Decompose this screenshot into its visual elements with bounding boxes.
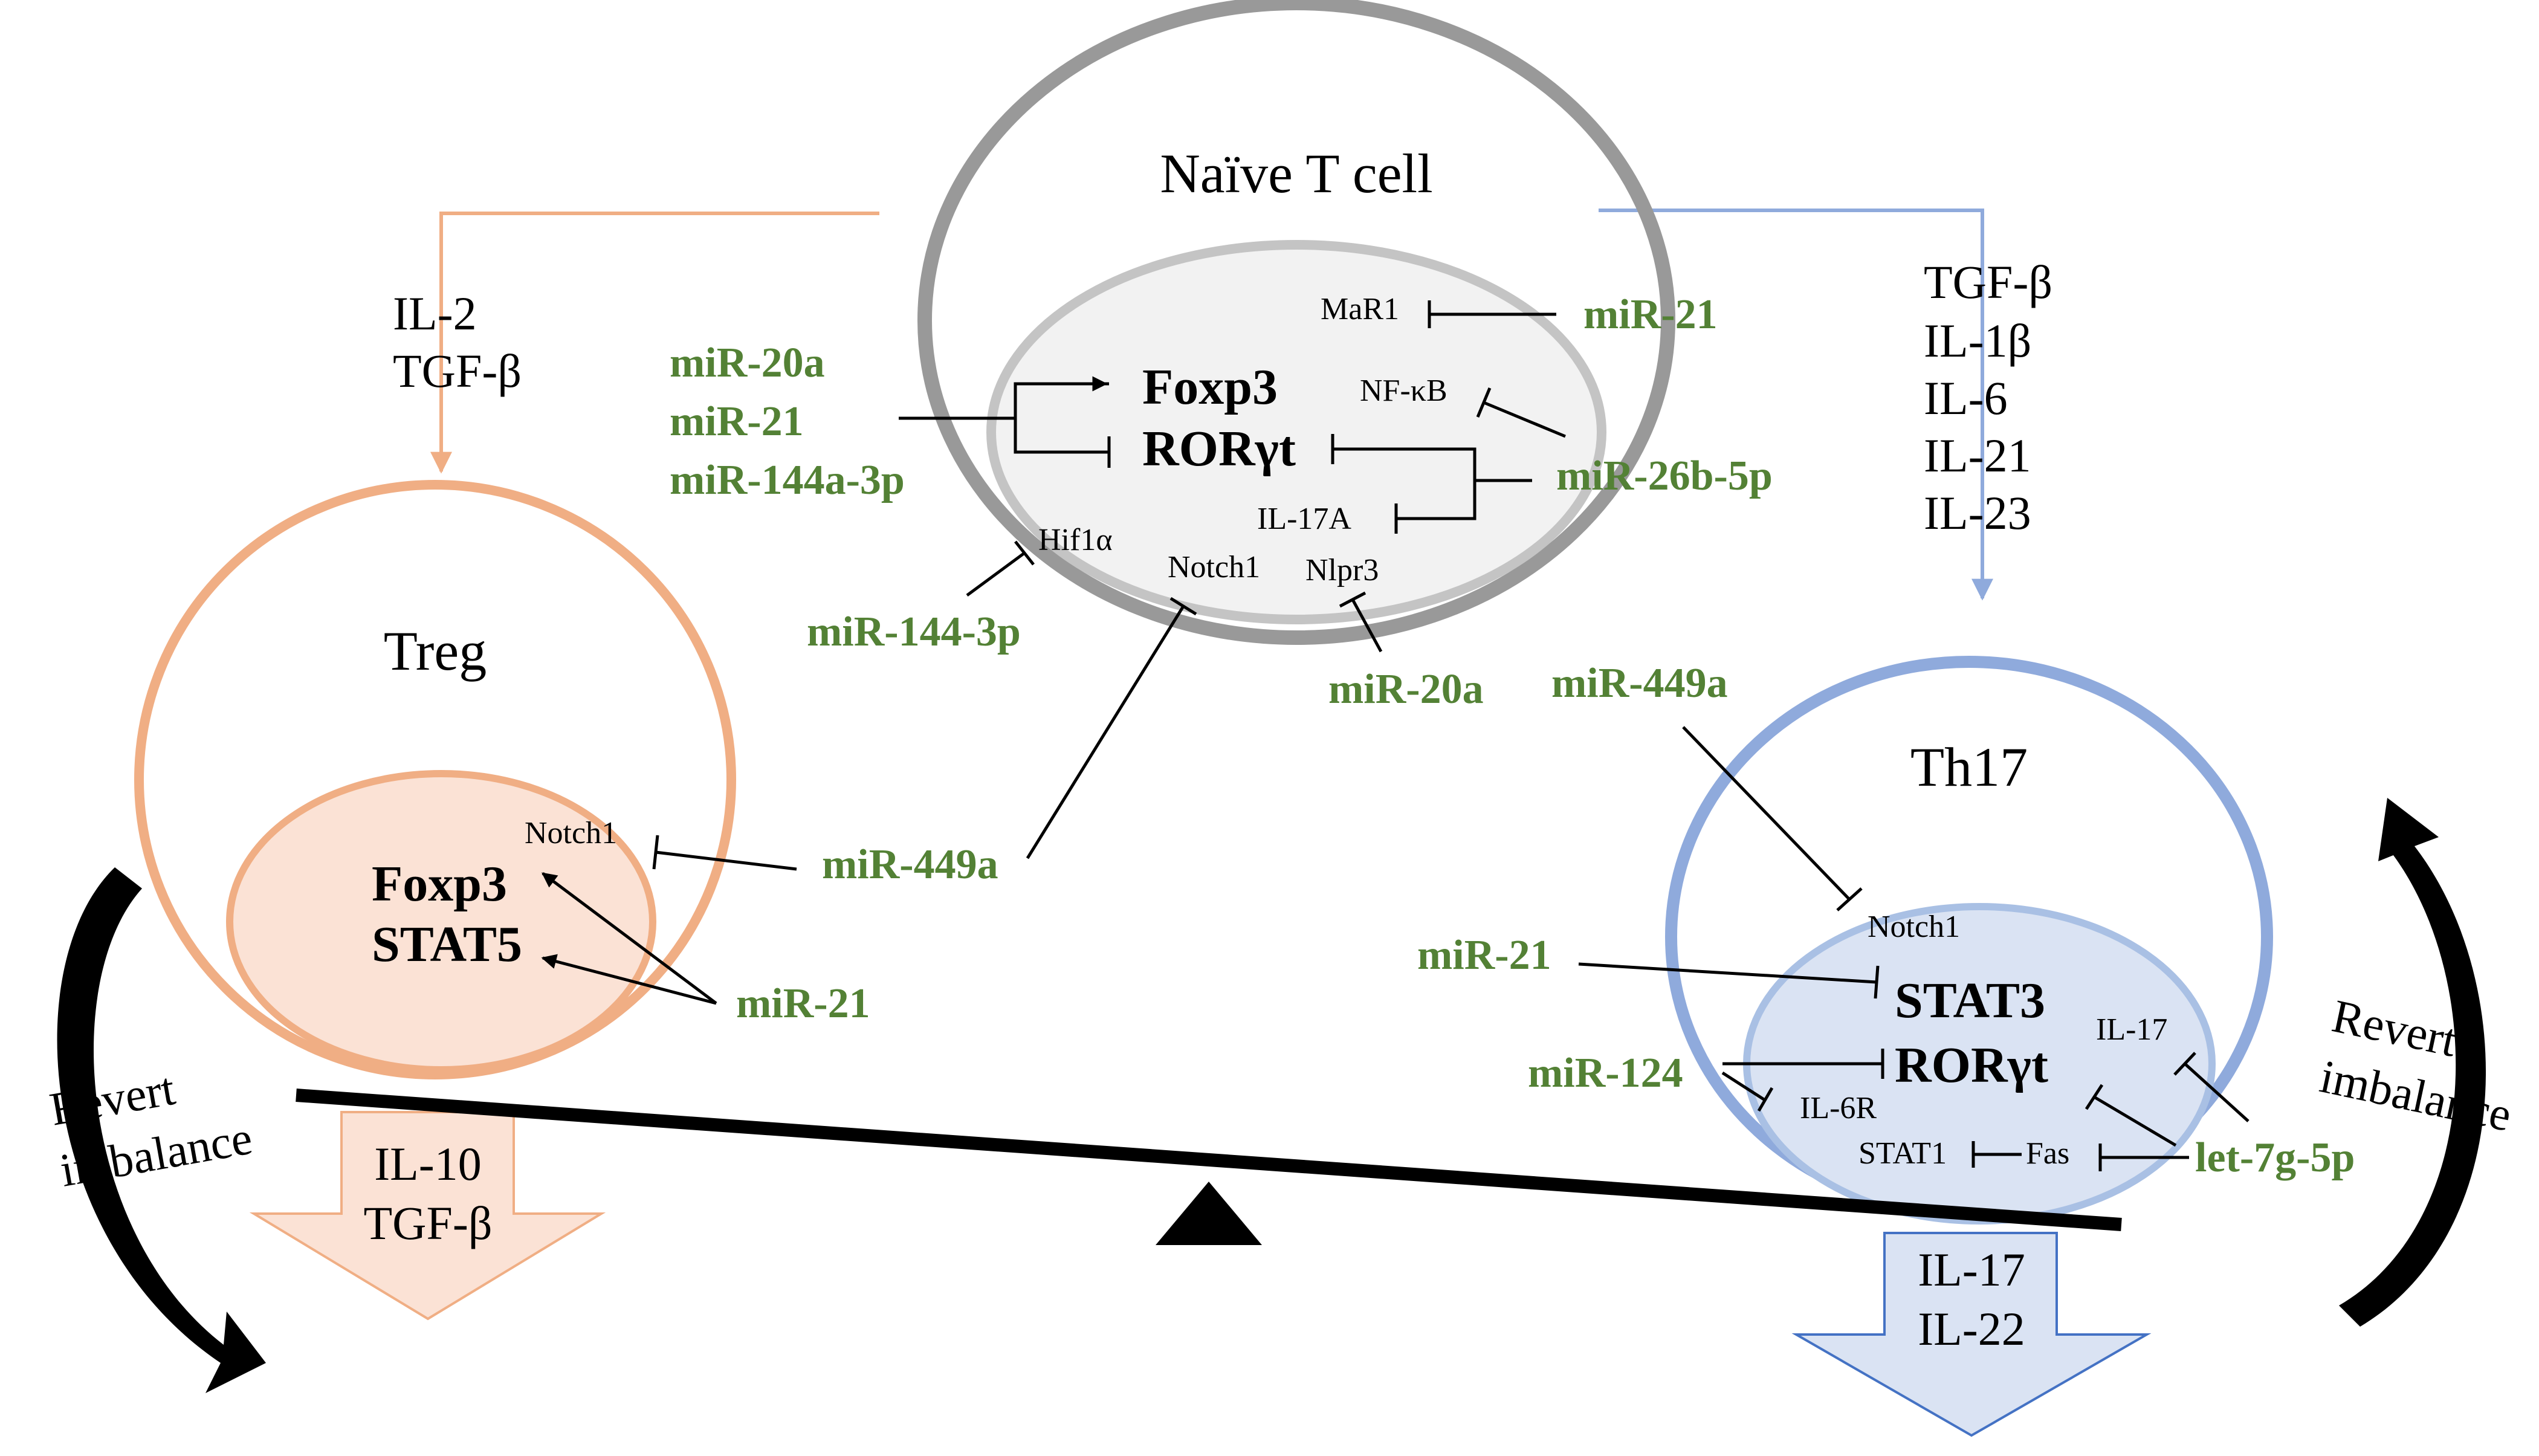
mir26b-5p: miR-26b-5p: [1556, 453, 1773, 499]
mir124: miR-124: [1528, 1050, 1683, 1096]
right-branch-il21: IL-21: [1924, 429, 2031, 482]
mir20a-bottom: miR-20a: [1328, 666, 1484, 713]
mir449a-th17: miR-449a: [1551, 660, 1728, 707]
treg-output-arrow: [249, 1111, 606, 1321]
naive-il17a: IL-17A: [1257, 502, 1351, 536]
treg-stat5: STAT5: [372, 916, 522, 972]
treg-foxp3: Foxp3: [372, 856, 507, 912]
treg-title: Treg: [384, 620, 487, 682]
th17-output-il22: IL-22: [1918, 1302, 2025, 1355]
th17-output-il17: IL-17: [1918, 1243, 2025, 1296]
balance-fulcrum: [1156, 1182, 1262, 1245]
right-branch-il1b: IL-1β: [1924, 314, 2031, 367]
treg-output-il10: IL-10: [374, 1137, 482, 1190]
let7g-5p: let-7g-5p: [2195, 1134, 2355, 1181]
naive-notch1: Notch1: [1168, 550, 1260, 584]
mir20a-left: miR-20a: [670, 340, 825, 386]
th17-rorgt: RORγt: [1895, 1037, 2048, 1093]
naive-t-cell-outer: [917, 0, 1675, 645]
naive-t-cell-title: Naïve T cell: [1160, 143, 1432, 204]
th17-stat1: STAT1: [1858, 1136, 1947, 1171]
naive-regulation-lines: [899, 300, 1566, 859]
mir21-treg: miR-21: [736, 980, 870, 1027]
revert-arrow-right: [2339, 798, 2486, 1327]
mir144a-3p: miR-144a-3p: [670, 457, 905, 503]
left-branch-tgfb: TGF-β: [393, 345, 522, 397]
mir21-left: miR-21: [670, 398, 804, 445]
th17-il17: IL-17: [2096, 1012, 2167, 1047]
revert-arrow-left: [57, 867, 267, 1393]
treg-output-tgfb: TGF-β: [363, 1197, 492, 1249]
balance-beam: [296, 1089, 2122, 1231]
th17-fas: Fas: [2026, 1136, 2069, 1171]
mir144-3p: miR-144-3p: [807, 609, 1021, 655]
left-branch-connector: [430, 212, 879, 474]
th17-il6r: IL-6R: [1800, 1091, 1877, 1125]
naive-rorgt: RORγt: [1142, 421, 1296, 477]
naive-mar1: MaR1: [1321, 292, 1399, 326]
naive-nlpr3: Nlpr3: [1305, 553, 1379, 587]
th17-regulation-lines: [1578, 726, 2250, 1171]
mir21-top: miR-21: [1583, 291, 1718, 338]
naive-foxp3: Foxp3: [1142, 359, 1278, 415]
mir21-to-stat5-arrow: [541, 954, 717, 1005]
left-branch-il2: IL-2: [393, 287, 477, 340]
mir21-th17: miR-21: [1417, 932, 1551, 979]
th17-output-arrow: [1791, 1232, 2152, 1437]
mir21-to-foxp3-arrow: [541, 872, 717, 1005]
right-branch-il23: IL-23: [1924, 487, 2031, 539]
treg-notch1: Notch1: [525, 816, 617, 850]
th17-stat3: STAT3: [1895, 972, 2045, 1029]
treg-regulation-lines: [652, 835, 797, 871]
right-branch-connector: [1599, 209, 1993, 601]
th17-notch1: Notch1: [1868, 910, 1960, 944]
revert-right-line2: imbalance: [2315, 1050, 2516, 1142]
right-branch-il6: IL-6: [1924, 372, 2008, 424]
naive-hif1a: Hif1α: [1038, 523, 1113, 557]
right-branch-tgfb: TGF-β: [1924, 256, 2052, 308]
treg-cell-outer: [134, 480, 736, 1079]
mir449a-middle: miR-449a: [822, 841, 998, 888]
treg-cell-nucleus: [226, 770, 656, 1073]
th17-title: Th17: [1910, 736, 2028, 798]
naive-t-cell-nucleus: [986, 240, 1606, 624]
naive-nfkb: NF-κB: [1360, 374, 1447, 408]
